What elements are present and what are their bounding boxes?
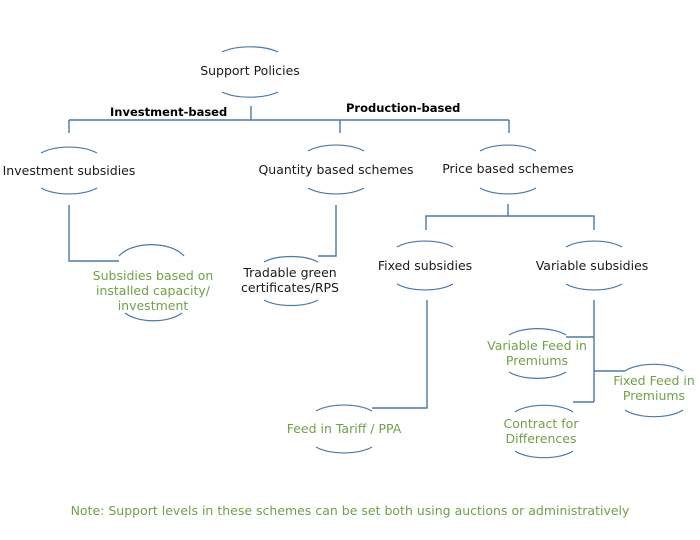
footnote: Note: Support levels in these schemes ca… [70, 503, 630, 518]
quantity-schemes-line: Quantity based schemes [258, 162, 413, 177]
feed-in-tariff-line: Feed in Tariff / PPA [287, 421, 402, 436]
arc-price-schemes [479, 144, 537, 195]
connector-investment-capacity [68, 205, 119, 262]
node-price-based-schemes: Price based schemes [442, 161, 574, 176]
node-fixed-subsidies: Fixed subsidies [378, 258, 472, 273]
connector-price-variable [508, 215, 595, 230]
node-feed-in-tariff-ppa: Feed in Tariff / PPA [287, 421, 402, 436]
subsidies-capacity-line: Subsidies based on [93, 268, 214, 283]
arc-tradable-certificates [263, 255, 319, 307]
node-investment-subsidies: Investment subsidies [3, 163, 136, 178]
investment-subsidies-line: Investment subsidies [3, 163, 136, 178]
arc-variable-feed-premiums [508, 328, 567, 379]
node-support-policies: Support Policies [200, 63, 300, 78]
arc-fixed-subsidies [396, 240, 454, 291]
edge-label-production-based: Production-based [346, 101, 460, 115]
fixed-feed-premiums-line: Fixed Feed in [613, 373, 695, 388]
arc-quantity-schemes [307, 144, 365, 195]
subsidies-capacity-line: investment [118, 298, 189, 313]
contract-differences-line: Contract for [504, 416, 580, 431]
connector-fixed-feedin [372, 300, 428, 409]
price-schemes-line: Price based schemes [442, 161, 574, 176]
arc-feed-in-tariff [315, 404, 373, 454]
fixed-feed-premiums-line: Premiums [623, 388, 685, 403]
edge-label-investment-based: Investment-based [110, 105, 227, 119]
node-quantity-based-schemes: Quantity based schemes [258, 162, 413, 177]
subsidies-capacity-line: installed capacity/ [96, 283, 211, 298]
arc-subsidies-capacity [118, 244, 185, 322]
arc-fixed-feed-premiums [624, 363, 684, 418]
variable-feed-premiums-line: Variable Feed in [487, 338, 587, 353]
connectors [68, 106, 625, 409]
support-policies-line: Support Policies [200, 63, 300, 78]
arc-investment-subsidies [40, 146, 98, 195]
tradable-certificates-line: certificates/RPS [241, 280, 339, 295]
arc-variable-subsidies [565, 240, 623, 291]
connector-price-bar [425, 204, 509, 230]
connector-quantity-certificates [318, 205, 337, 257]
arc-contract-differences [514, 404, 574, 459]
node-arcs [40, 46, 684, 459]
contract-differences-line: Differences [506, 431, 577, 446]
variable-subsidies-line: Variable subsidies [536, 258, 649, 273]
tradable-certificates-line: Tradable green [242, 265, 336, 280]
node-variable-subsidies: Variable subsidies [536, 258, 649, 273]
variable-feed-premiums-line: Premiums [506, 353, 568, 368]
arc-support-policies [221, 46, 279, 98]
fixed-subsidies-line: Fixed subsidies [378, 258, 472, 273]
